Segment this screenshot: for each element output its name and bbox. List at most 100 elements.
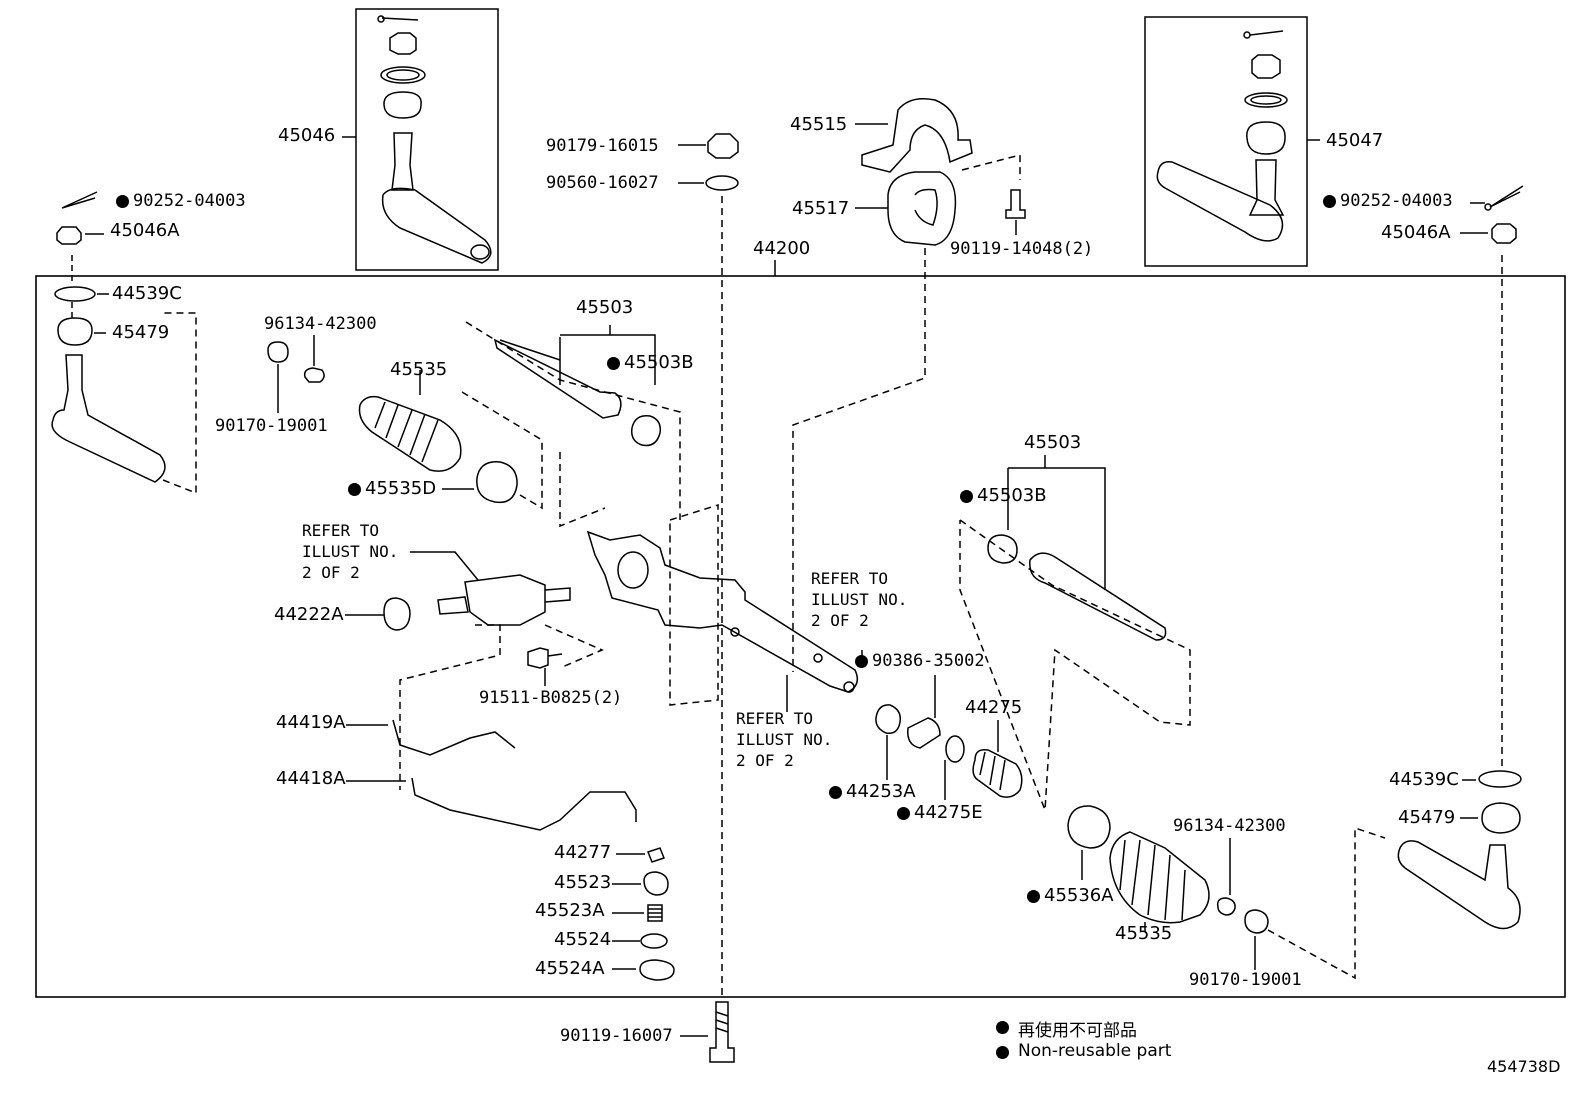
clip-96134-right [1216,897,1236,916]
legend-dot [996,1046,1009,1059]
label-90560-16027: 90560-16027 [546,173,659,193]
label-44539C-left: 44539C [112,283,182,304]
bolt-90119-16007 [709,1001,735,1063]
part-44277 [647,847,665,863]
seat-45524 [640,933,668,949]
nut-45046A-left [56,226,82,245]
plug-44222A [383,597,411,631]
tie-rod-end-left [51,354,166,483]
control-valve-drawing [437,574,571,626]
label-44253A: 44253A [846,781,916,802]
label-44418A: 44418A [276,768,346,789]
label-90386-35002: 90386-35002 [872,651,985,671]
label-45046A-left: 45046A [110,220,180,241]
label-44277: 44277 [554,842,612,863]
rack-housing-44200 [586,530,859,693]
non-reusable-dot [960,490,973,503]
label-96134-42300-right: 96134-42300 [1173,816,1286,836]
diagram-id: 454738D [1487,1057,1561,1076]
label-45046: 45046 [278,125,336,146]
pipe-44419A [392,719,516,756]
label-90170-19001-right: 90170-19001 [1189,970,1302,990]
inner-tie-rod-45503-right [1029,552,1167,641]
lock-washer-45503B-right [987,534,1018,564]
assembly-frame [35,275,1566,998]
label-90179-16015: 90179-16015 [546,136,659,156]
label-90119-14048: 90119-14048(2) [950,239,1094,259]
label-45047: 45047 [1326,130,1384,151]
cotter-pin-left [61,191,98,209]
sleeve-44275 [972,748,1023,798]
label-91511-B0825: 91511-B0825(2) [479,688,623,708]
refer-note-2: REFER TO ILLUST NO. 2 OF 2 [811,569,908,630]
refer-note-1: REFER TO ILLUST NO. 2 OF 2 [302,521,399,582]
label-90252-04003-right: 90252-04003 [1340,191,1453,211]
bracket-45515 [861,98,973,173]
seal-44539C-right [1478,770,1522,788]
label-45536A: 45536A [1044,885,1114,906]
label-45479-left: 45479 [112,322,170,343]
pipe-44418A [411,777,637,831]
label-45503B-top: 45503B [624,352,694,373]
band-45536A [1067,805,1111,849]
boot-45479-right [1481,802,1521,834]
legend-dot [996,1021,1009,1034]
label-45535D: 45535D [365,478,437,499]
label-44275E: 44275E [914,802,983,823]
label-90170-19001-left: 90170-19001 [215,416,328,436]
label-45515: 45515 [790,114,848,135]
label-45479-right: 45479 [1398,807,1456,828]
boot-45535-right [1109,831,1210,932]
boot-45535-left [358,370,462,472]
non-reusable-dot [829,786,842,799]
label-45524: 45524 [554,929,612,950]
lock-washer-45503B-top [630,415,662,447]
non-reusable-dot [348,483,361,496]
tie-rod-end-right [1397,840,1521,930]
label-45517: 45517 [792,198,850,219]
spring-45523A [647,904,663,922]
label-44222A: 44222A [274,604,344,625]
nut-90170-right [1244,909,1269,934]
label-44275: 44275 [965,697,1023,718]
tie-rod-end-45046-drawing [377,15,492,264]
label-45503-right: 45503 [1024,432,1082,453]
cotter-pin-right [1489,185,1524,208]
label-90252-04003-left: 90252-04003 [133,191,246,211]
boot-45479-left [57,317,93,346]
non-reusable-dot [897,807,910,820]
part-45523 [643,871,669,896]
bushing-45517 [887,171,957,246]
inner-tie-rod-45503-top [493,338,622,419]
tie-rod-end-45047-drawing [1156,30,1288,242]
label-90119-16007: 90119-16007 [560,1026,673,1046]
non-reusable-dot [1323,195,1336,208]
nut-90179 [707,133,739,159]
seal-45524A [639,959,675,981]
label-45523A: 45523A [535,900,605,921]
refer-note-3: REFER TO ILLUST NO. 2 OF 2 [736,709,833,770]
inset-box-45046 [355,8,499,271]
label-45523: 45523 [554,872,612,893]
nut-90170-left [267,341,289,363]
legend-japanese: 再使用不可部品 [1018,1021,1137,1041]
washer-90560 [705,175,739,191]
clip-96134-left [303,367,325,383]
non-reusable-dot [855,655,868,668]
bushing-90386 [907,717,941,749]
band-45535D [476,461,518,504]
label-45535-right: 45535 [1115,923,1173,944]
label-45046A-right: 45046A [1381,222,1451,243]
oring-44275E [945,735,965,763]
nut-45046A-right [1491,223,1517,244]
inset-box-45047 [1144,16,1308,267]
seal-44539C-left [54,286,96,302]
non-reusable-dot [116,195,129,208]
label-44419A: 44419A [276,712,346,733]
bolt-90119-14048 [1005,189,1026,219]
bolt-91511 [527,647,563,669]
legend-english: Non-reusable part [1018,1041,1172,1061]
label-45503-top: 45503 [576,297,634,318]
label-44200: 44200 [753,238,811,259]
